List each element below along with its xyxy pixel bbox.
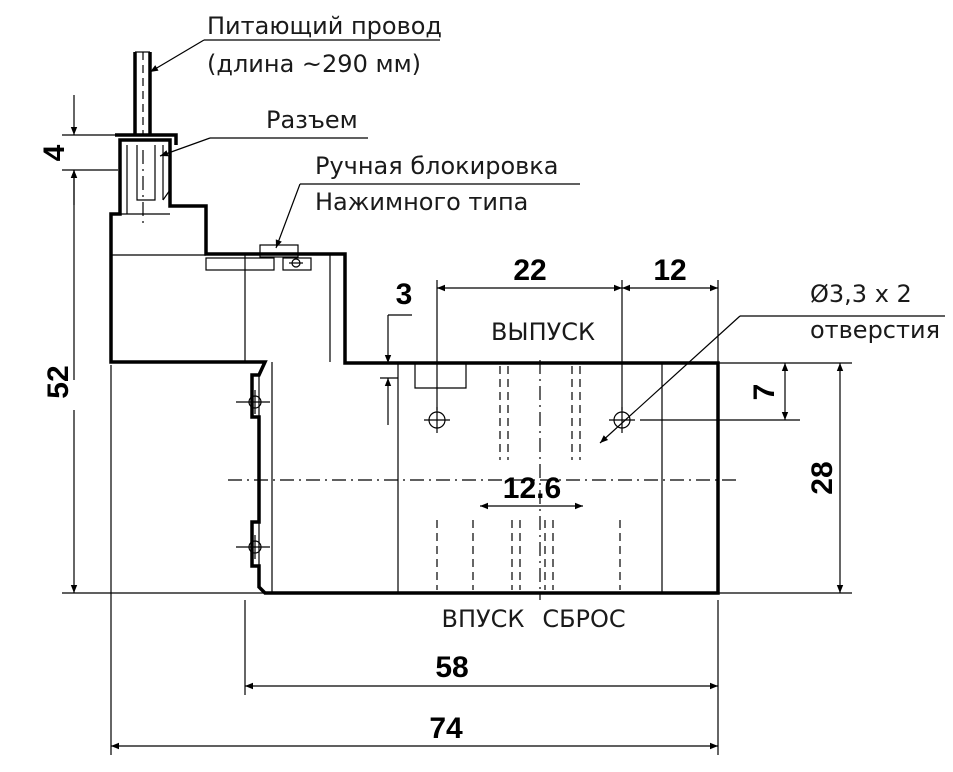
mounting-hole-left: [424, 407, 450, 433]
dimension-4: 4: [38, 95, 118, 205]
manual-override-label-2: Нажимного типа: [315, 188, 528, 216]
hidden-port-lines: [436, 366, 621, 590]
dimension-58: 58: [244, 600, 719, 755]
exhaust-label: ВЫПУСК: [491, 318, 595, 346]
dimension-3: 3: [380, 278, 412, 425]
label-holes: Ø3,3 x 2 отверстия: [599, 280, 945, 444]
dimension-12: 12: [622, 254, 719, 363]
holes-label-2: отверстия: [810, 316, 940, 344]
dimension-52: 52: [42, 170, 265, 594]
holes-label-1: Ø3,3 x 2: [810, 280, 912, 308]
dimension-28-text: 28: [806, 461, 839, 494]
dimension-22-text: 22: [513, 254, 546, 287]
dimension-52-text: 52: [42, 365, 75, 398]
dimension-74: 74: [110, 365, 718, 755]
dimension-28: 28: [718, 362, 852, 594]
power-wire-label-1: Питающий провод: [207, 12, 442, 40]
dimension-4-text: 4: [38, 144, 71, 161]
power-wire: [133, 51, 152, 135]
center-lines: [142, 150, 740, 600]
label-power-wire: Питающий провод (длина ~290 мм): [149, 12, 442, 78]
manual-override-label-1: Ручная блокировка: [315, 152, 559, 180]
dimension-12-6-text: 12.6: [503, 472, 561, 505]
dimension-58-text: 58: [435, 651, 468, 684]
label-manual-override: Ручная блокировка Нажимного типа: [275, 152, 580, 249]
mount-screw-bottom: [236, 535, 270, 559]
dimension-7-text: 7: [748, 384, 781, 401]
dimension-12-text: 12: [653, 254, 686, 287]
inlet-label: ВПУСК: [442, 605, 525, 633]
dimension-3-text: 3: [396, 278, 413, 311]
label-connector: Разъем: [159, 106, 368, 157]
manual-override: [205, 244, 312, 271]
dimension-7: 7: [640, 362, 800, 421]
dimension-12-6: 12.6: [480, 472, 583, 510]
mount-screw-top: [236, 390, 270, 414]
mounting-hole-right: [609, 407, 635, 433]
connector-label: Разъем: [266, 106, 358, 134]
dimension-22: 22: [436, 254, 623, 410]
power-wire-label-2: (длина ~290 мм): [207, 50, 421, 78]
release-label: СБРОС: [542, 605, 625, 633]
dimension-74-text: 74: [429, 712, 463, 745]
